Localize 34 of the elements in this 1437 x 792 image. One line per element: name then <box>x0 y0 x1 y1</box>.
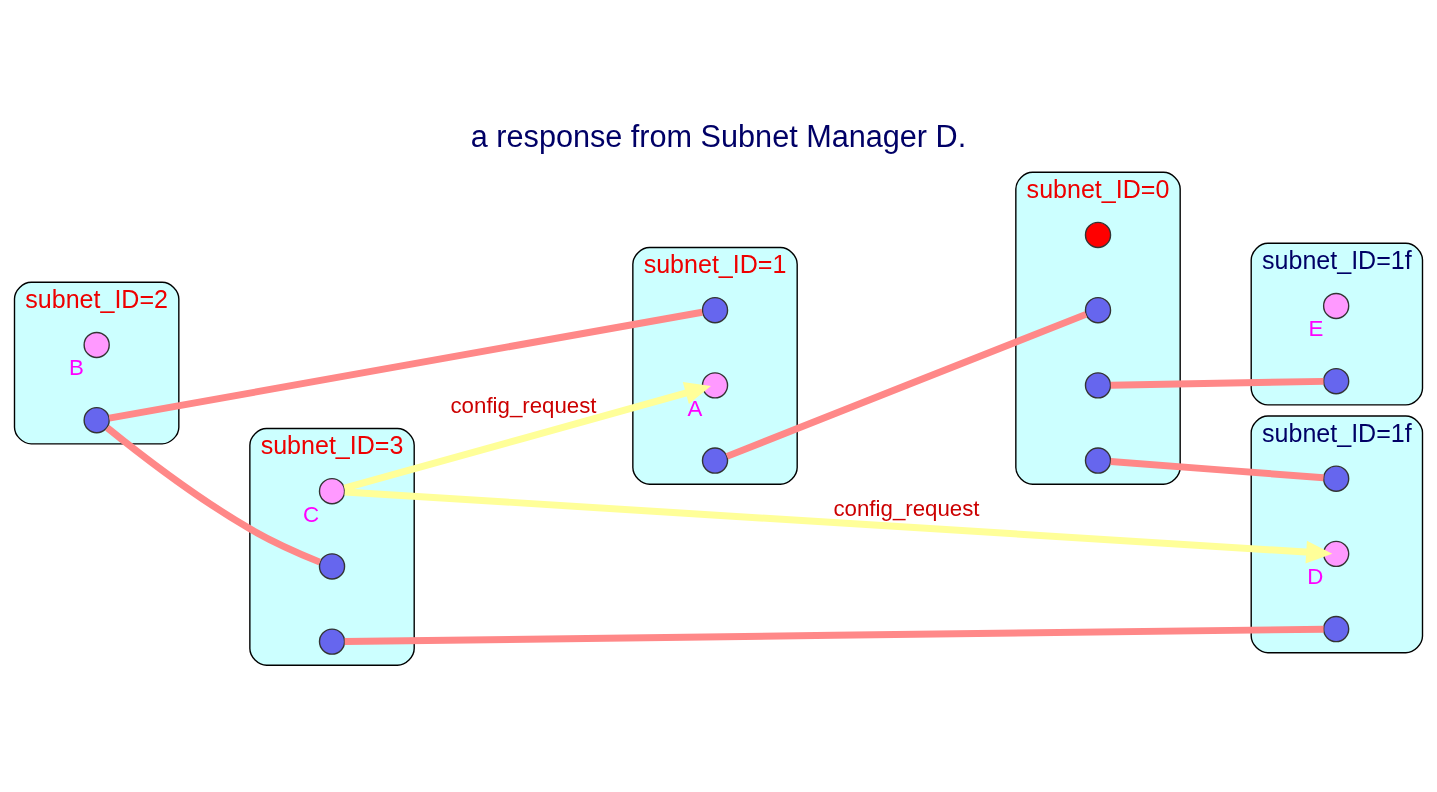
node-circle <box>1084 296 1112 323</box>
connector <box>108 308 703 422</box>
node-circle <box>1084 371 1112 399</box>
node-circle <box>83 406 110 433</box>
node-circle <box>1322 540 1350 567</box>
node-label: D <box>1307 563 1324 589</box>
node-label: A <box>687 395 703 421</box>
node-label: E <box>1308 315 1324 341</box>
connector <box>344 625 1324 645</box>
node-circle <box>701 371 729 399</box>
node-circle <box>318 552 346 580</box>
node-circle <box>83 331 110 358</box>
arrow <box>343 381 711 491</box>
node-circle <box>1322 464 1350 492</box>
connector <box>1110 457 1324 481</box>
node-circle <box>1322 615 1350 642</box>
cluster: subnet_ID=0 <box>1015 171 1181 485</box>
node-circle <box>318 627 346 655</box>
node-circle <box>318 477 346 504</box>
connector <box>1110 377 1324 389</box>
node-circle <box>1084 446 1112 474</box>
node-circle <box>1322 292 1350 319</box>
connector <box>725 310 1088 460</box>
node-label: C <box>303 501 320 527</box>
node-circle <box>701 446 729 474</box>
diagram-title: a response from Subnet Manager D. <box>470 118 967 153</box>
edge-label: config_request <box>833 495 980 521</box>
arrow <box>344 487 1333 563</box>
node-circle <box>1084 221 1112 248</box>
node-circle <box>701 296 729 323</box>
connector <box>105 424 322 565</box>
node-circle <box>1322 367 1350 394</box>
node-label: B <box>69 354 84 380</box>
edge-label: config_request <box>450 392 597 418</box>
